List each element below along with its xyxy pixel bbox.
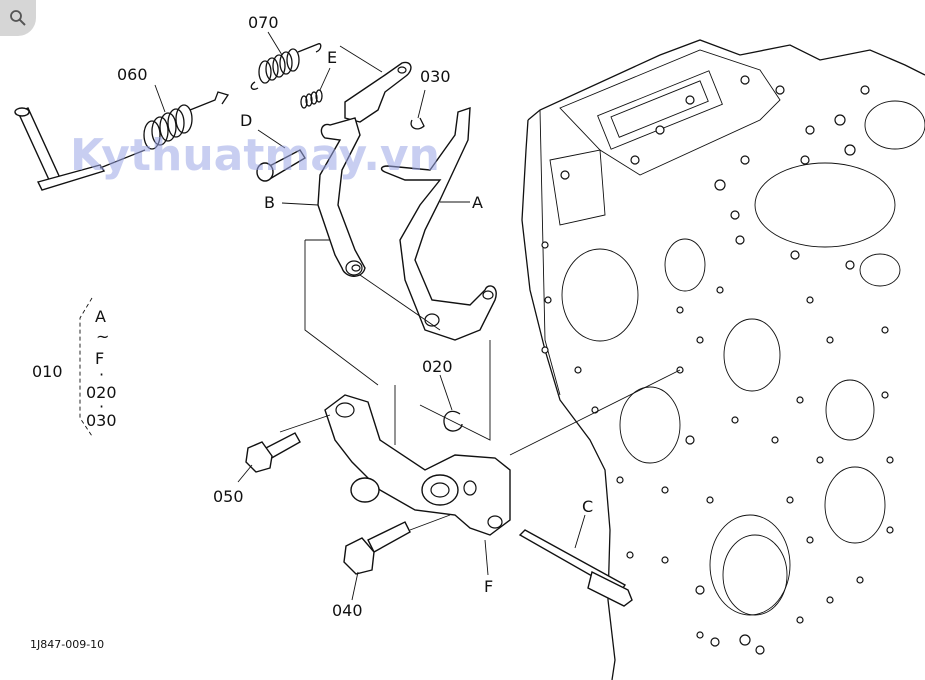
callout-f: F	[484, 577, 493, 596]
leader-lines	[154, 31, 681, 601]
assembly-line-4: ·	[99, 365, 104, 384]
fork-lever-a	[380, 107, 497, 341]
governor-rod	[14, 107, 106, 191]
assembly-line-7: 030	[86, 411, 117, 430]
assembly-line-6: ·	[99, 397, 104, 416]
callout-040: 040	[332, 601, 363, 620]
assembly-line-3: F	[95, 349, 104, 368]
shaft-c	[518, 529, 633, 607]
spring-070	[250, 43, 322, 90]
bolt-040	[343, 521, 411, 575]
magnifier-icon[interactable]	[0, 0, 36, 36]
lever-plate	[344, 61, 412, 123]
engine-block	[521, 39, 925, 680]
callout-b: B	[264, 193, 275, 212]
clip-030	[410, 117, 425, 130]
assembly-bracket	[79, 297, 93, 437]
callout-060: 060	[117, 65, 148, 84]
assembly-line-1: A	[95, 307, 106, 326]
callout-050: 050	[213, 487, 244, 506]
callout-070: 070	[248, 13, 279, 32]
spring-060	[99, 91, 230, 169]
figure-code: 1J847-009-10	[30, 638, 104, 651]
pin-d	[256, 149, 306, 182]
callout-c: C	[582, 497, 593, 516]
callout-030: 030	[420, 67, 451, 86]
watermark: Kythuatmay.vn	[70, 130, 440, 181]
callout-d: D	[240, 111, 252, 130]
fork-lever-b	[317, 117, 366, 277]
callout-e: E	[327, 48, 337, 67]
assembly-code: 010	[32, 362, 63, 381]
bolt-050	[245, 432, 301, 473]
callout-020: 020	[422, 357, 453, 376]
callout-a: A	[472, 193, 483, 212]
bracket-f	[324, 394, 511, 536]
spring-e	[300, 89, 323, 109]
assembly-line-5: 020	[86, 383, 117, 402]
assembly-line-2: ~	[96, 327, 109, 346]
circlip-020	[443, 410, 463, 432]
